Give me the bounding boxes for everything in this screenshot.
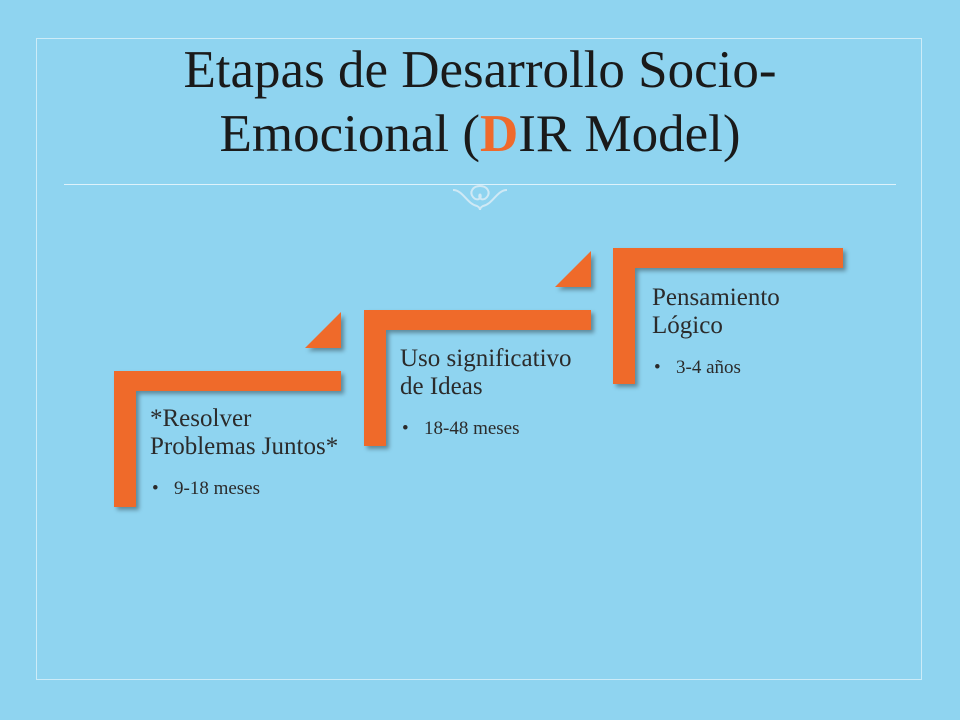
step-1-bullet: • 9-18 meses <box>150 477 340 501</box>
title-line-2-after: IR Model) <box>518 105 741 163</box>
step-2-bullet-text: 18-48 meses <box>424 418 520 439</box>
step-3-title: Pensamiento Lógico <box>652 284 780 339</box>
step-2-text: Uso significativo de Ideas • 18-48 meses <box>400 345 590 441</box>
title-accent-letter: D <box>479 105 519 163</box>
step-3-bullet-text: 3-4 años <box>676 357 741 378</box>
title-line-1: Etapas de Desarrollo Socio- <box>183 41 777 99</box>
bullet-dot-icon: • <box>152 478 159 499</box>
step-1-bullet-text: 9-18 meses <box>174 478 261 499</box>
title-line-2: Emocional (DIR Model) <box>0 102 960 166</box>
step-1-title: *Resolver Problemas Juntos* <box>150 405 339 460</box>
bullet-dot-icon: • <box>654 357 661 378</box>
title-line-2-before: Emocional ( <box>219 105 480 163</box>
step-3-bracket <box>613 248 843 384</box>
title-divider <box>64 184 896 185</box>
step-2-arrow-triangle <box>555 251 591 287</box>
step-1-arrow-triangle <box>305 312 341 348</box>
step-3-text: Pensamiento Lógico • 3-4 años <box>652 284 842 380</box>
slide-title: Etapas de Desarrollo Socio- Emocional (D… <box>0 38 960 166</box>
step-3-bullet: • 3-4 años <box>652 356 842 380</box>
step-2-title: Uso significativo de Ideas <box>400 345 572 400</box>
step-2-bullet: • 18-48 meses <box>400 417 590 441</box>
scroll-ornament-icon <box>452 185 508 211</box>
step-1-bracket <box>114 371 341 507</box>
slide-frame <box>36 38 922 680</box>
bullet-dot-icon: • <box>402 418 409 439</box>
step-2-bracket <box>364 310 591 446</box>
step-1-text: *Resolver Problemas Juntos* • 9-18 meses <box>150 405 340 501</box>
